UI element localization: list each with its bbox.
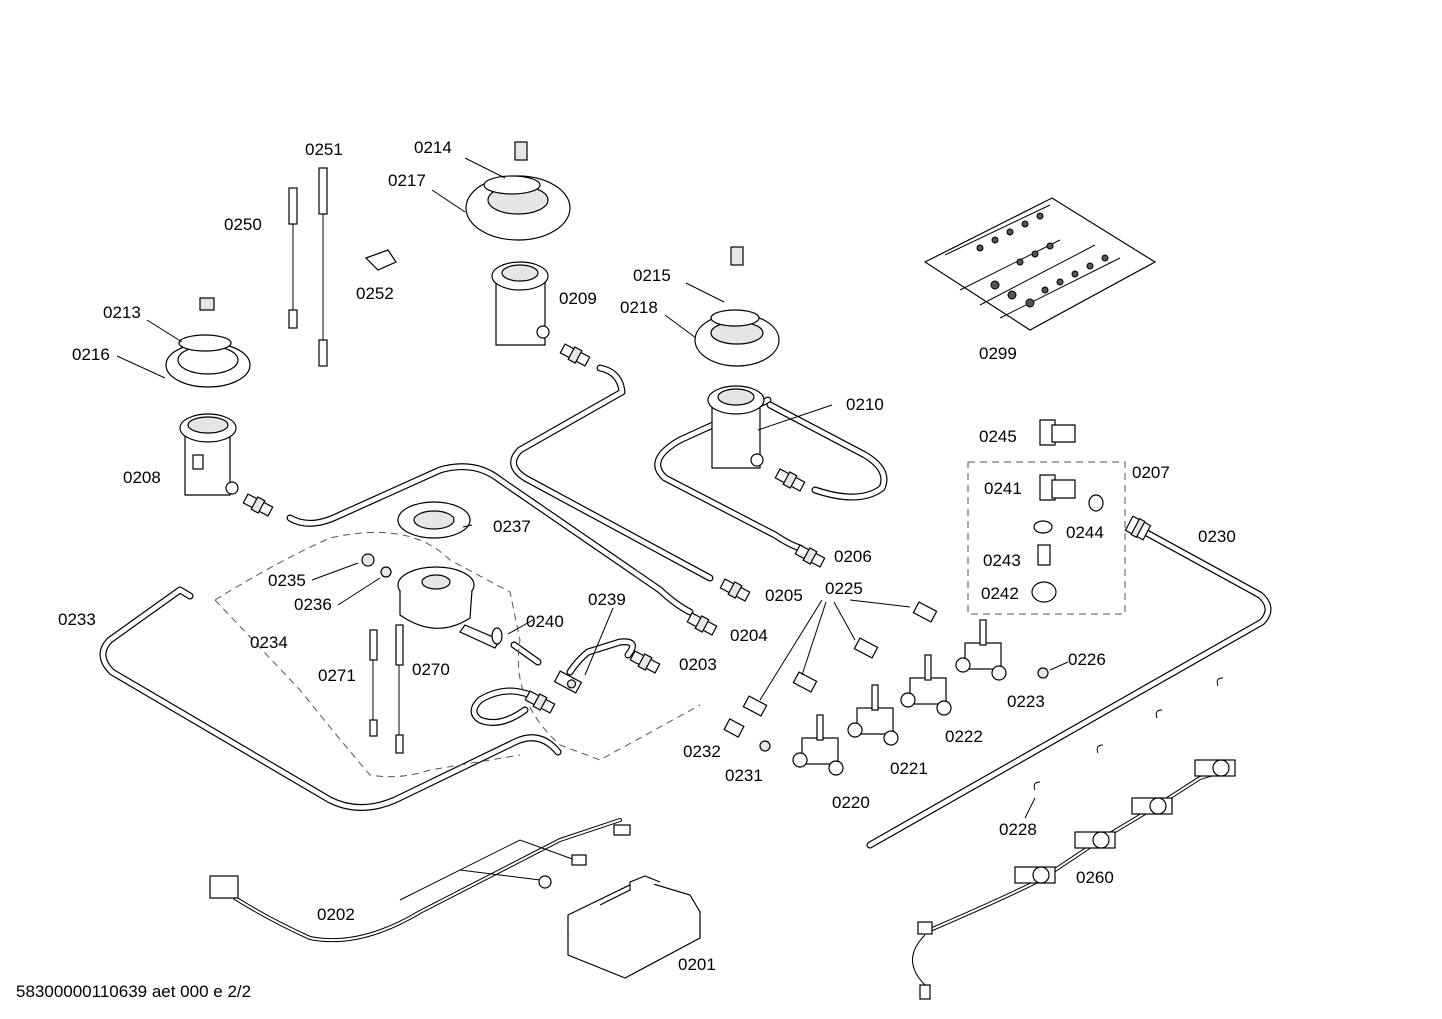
label-0204: 0204 [730,626,768,645]
label-0218: 0218 [620,298,658,317]
label-0270: 0270 [412,660,450,679]
gas-valves [361,553,1049,776]
label-0207: 0207 [1132,463,1170,482]
label-0243: 0243 [983,551,1021,570]
burner-central [397,501,503,649]
igniter-probes [288,167,404,754]
label-0205: 0205 [765,586,803,605]
spark-module [209,818,701,979]
leader-lines [116,157,1069,819]
tube-fittings [242,343,1152,714]
burner-zone-outline [214,531,701,778]
label-0217: 0217 [388,171,426,190]
label-0223: 0223 [1007,692,1045,711]
label-0230: 0230 [1198,527,1236,546]
label-0299: 0299 [979,344,1017,363]
label-0221: 0221 [890,759,928,778]
label-0215: 0215 [633,266,671,285]
label-0240: 0240 [526,612,564,631]
label-0201: 0201 [678,955,716,974]
label-0237: 0237 [493,517,531,536]
label-0202: 0202 [317,905,355,924]
label-0220: 0220 [832,793,870,812]
burner-0209 [465,141,571,346]
label-0214: 0214 [414,138,452,157]
gas-tubes [99,364,1272,849]
label-0234: 0234 [250,633,288,652]
parts-bag-0299 [923,197,1157,331]
label-0239: 0239 [588,590,626,609]
label-0235: 0235 [268,571,306,590]
label-0231: 0231 [725,766,763,785]
label-0251: 0251 [305,140,343,159]
label-0252: 0252 [356,284,394,303]
burner-0210 [694,246,780,469]
label-0244: 0244 [1066,523,1104,542]
burner-0208 [165,297,251,496]
fittings-group-0207 [967,419,1126,615]
label-0241: 0241 [984,479,1022,498]
label-0242: 0242 [981,584,1019,603]
label-0250: 0250 [224,215,262,234]
label-0206: 0206 [834,547,872,566]
label-0208: 0208 [123,468,161,487]
label-0236: 0236 [294,595,332,614]
label-0210: 0210 [846,395,884,414]
label-0226: 0226 [1068,650,1106,669]
label-0260: 0260 [1076,868,1114,887]
label-0271: 0271 [318,666,356,685]
label-0225: 0225 [825,579,863,598]
label-0216: 0216 [72,345,110,364]
label-0203: 0203 [679,655,717,674]
part-labels: 0201 0202 0203 0204 0205 0206 0207 0208 … [58,138,1236,974]
label-0213: 0213 [103,303,141,322]
label-0222: 0222 [945,727,983,746]
label-0232: 0232 [683,742,721,761]
label-0209: 0209 [559,289,597,308]
document-code: 58300000110639 aet 000 e 2/2 [16,982,251,1001]
label-0245: 0245 [979,427,1017,446]
label-0228: 0228 [999,820,1037,839]
label-0233: 0233 [58,610,96,629]
ignition-harness [912,677,1236,1000]
